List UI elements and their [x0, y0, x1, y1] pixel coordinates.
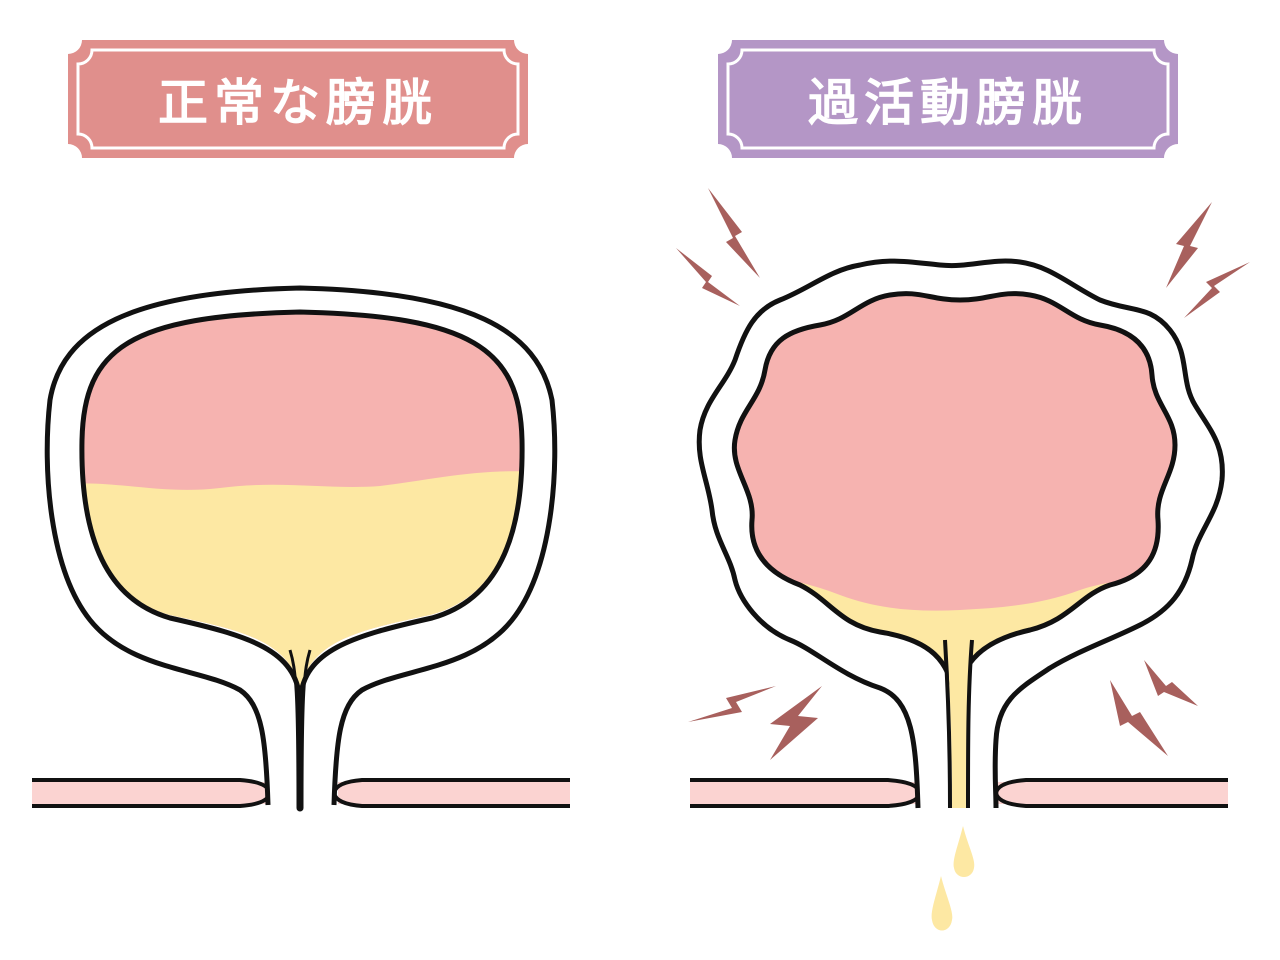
pelvic-floor-band-overactive: [690, 778, 1228, 808]
lightning-icon: [676, 248, 740, 306]
lightning-icon: [708, 188, 760, 278]
title-plate-overactive: 過活動膀胱: [718, 40, 1178, 158]
urine-drop-2: [931, 876, 953, 931]
lightning-icon: [1166, 202, 1212, 288]
urine-drop-1: [953, 826, 975, 877]
title-plate-normal: 正常な膀胱: [68, 40, 528, 158]
urine-level-normal: [83, 471, 521, 690]
lightning-icon: [688, 686, 776, 722]
title-overactive-bladder: 過活動膀胱: [808, 74, 1088, 132]
pelvic-floor-band-normal: [32, 778, 570, 808]
lightning-icon: [1184, 262, 1250, 318]
overactive-bladder: [690, 258, 1228, 931]
bladder-inner-wall-normal: [79, 309, 525, 808]
normal-bladder: [32, 285, 570, 812]
lightning-icon: [770, 686, 822, 760]
urine-stream: [948, 660, 970, 808]
title-normal-bladder: 正常な膀胱: [158, 74, 438, 132]
lightning-icon: [1110, 680, 1168, 756]
contraction-alert-marks: [676, 188, 1250, 760]
lightning-icon: [1144, 660, 1198, 706]
